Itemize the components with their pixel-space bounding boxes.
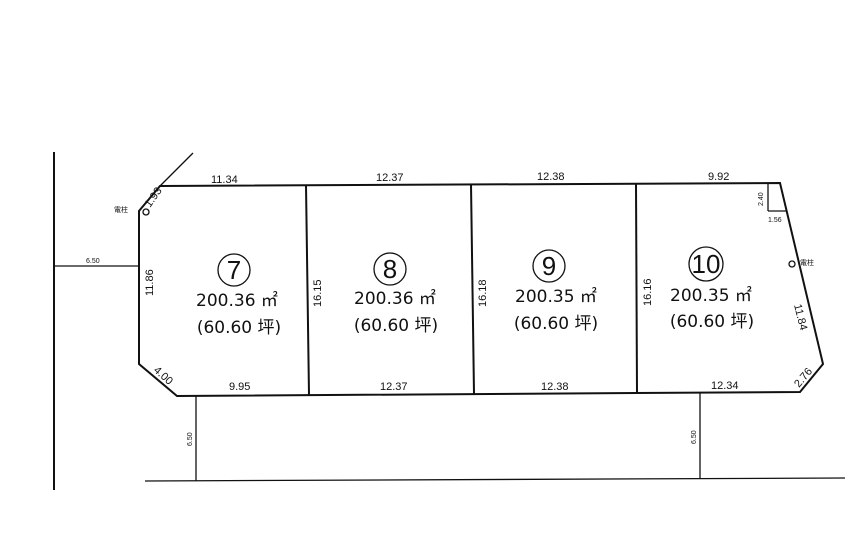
lot-tsubo: (60.60 坪)	[514, 314, 598, 334]
dim-notch-width: 1.56	[768, 217, 782, 224]
utility-pole-left: 電柱	[114, 205, 150, 216]
dim-top-lot-8: 12.37	[376, 172, 404, 184]
road-dimensions: 6.50 6.50 6.50	[86, 258, 698, 446]
lot-number: 8	[383, 254, 397, 284]
dim-bottom-lot-9: 12.38	[541, 381, 569, 393]
lot-area: 200.36 ㎡	[196, 291, 278, 311]
parcel-outline	[138, 181, 825, 398]
pole-label: 電柱	[800, 258, 814, 267]
road-lines	[53, 152, 846, 490]
corner-notch	[767, 184, 787, 212]
lot-tsubo: (60.60 坪)	[670, 312, 754, 332]
dim-road-bottom-left: 6.50	[187, 432, 194, 446]
lot-area: 200.35 ㎡	[515, 287, 597, 307]
lot-number: 10	[692, 249, 721, 279]
dim-road-bottom-right: 6.50	[691, 430, 698, 444]
road-line-diagonal	[159, 152, 194, 187]
dim-left-side: 11.86	[144, 269, 156, 296]
utility-pole-right: 電柱	[788, 258, 814, 268]
lot-number-circle	[532, 249, 566, 283]
lot-8[interactable]: 8 200.36 ㎡ (60.60 坪)	[354, 252, 438, 336]
lot-number-circle	[688, 246, 724, 282]
dim-notch-height: 2.40	[758, 192, 765, 206]
dim-road-left: 6.50	[86, 258, 100, 265]
pole-marker-icon	[788, 260, 796, 268]
lot-10[interactable]: 10 200.35 ㎡ (60.60 坪)	[670, 246, 754, 332]
pole-marker-icon	[142, 208, 150, 216]
lot-number-circle	[217, 253, 251, 287]
lot-area: 200.36 ㎡	[354, 289, 436, 309]
dim-top-lot-10: 9.92	[708, 171, 729, 183]
dim-bottom-lot-7: 9.95	[229, 381, 250, 393]
top-dimensions: 11.34 12.37 12.38 9.92	[211, 171, 729, 186]
lot-9[interactable]: 9 200.35 ㎡ (60.60 坪)	[514, 249, 598, 334]
lot-area: 200.35 ㎡	[670, 286, 752, 306]
dim-corner-top-left: 1.93	[143, 185, 165, 209]
lot-number: 7	[227, 255, 241, 285]
road-line-bottom	[144, 477, 846, 482]
lot-divider-8-9	[470, 183, 475, 395]
lot-number-circle	[373, 252, 407, 286]
dim-divider-7-8: 16.15	[312, 279, 324, 307]
dim-bottom-lot-8: 12.37	[380, 381, 408, 393]
dim-top-lot-7: 11.34	[211, 174, 238, 186]
lot-divider-9-10	[635, 183, 638, 394]
dim-bottom-lot-10: 12.34	[711, 380, 739, 392]
lot-tsubo: (60.60 坪)	[354, 316, 438, 336]
lot-7[interactable]: 7 200.36 ㎡ (60.60 坪)	[196, 253, 281, 338]
lot-divider-7-8	[305, 184, 310, 396]
bottom-dimensions: 9.95 12.37 12.38 12.34	[229, 380, 739, 393]
pole-label: 電柱	[114, 205, 128, 214]
lot-number: 9	[542, 251, 556, 281]
dim-divider-9-10: 16.16	[642, 278, 654, 306]
divider-dimensions: 16.15 16.18 16.16	[312, 278, 654, 307]
dim-right-side: 11.84	[791, 303, 809, 332]
lot-tsubo: (60.60 坪)	[197, 318, 281, 338]
dim-top-lot-9: 12.38	[537, 171, 565, 183]
dim-divider-8-9: 16.18	[477, 279, 489, 307]
lot-dividers	[305, 183, 638, 396]
